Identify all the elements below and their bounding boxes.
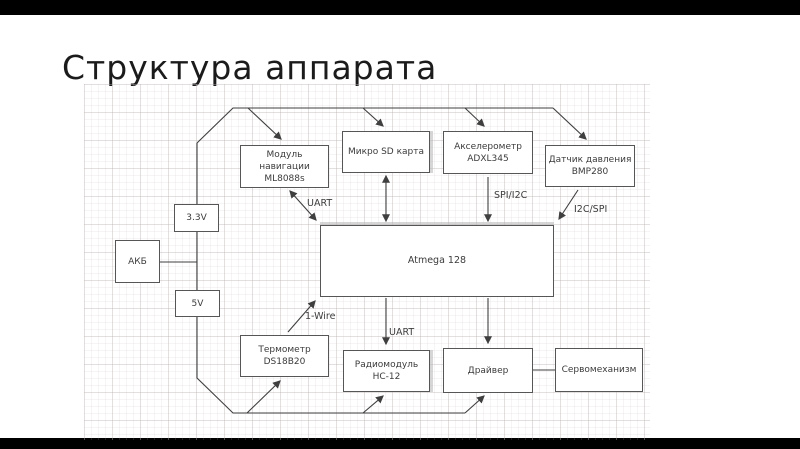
- wire-uart-nav-mcu: [289, 190, 317, 221]
- node-thermometer: Термометр DS18B20: [240, 335, 329, 377]
- node-sublabel: DS18B20: [263, 357, 306, 367]
- power-rail: [160, 107, 553, 414]
- wire-1wire-thermo-mcu: [287, 300, 316, 333]
- wire-rail-sd: [362, 107, 384, 127]
- bus-label-1-wire: 1-Wire: [305, 311, 336, 322]
- node-label: АКБ: [128, 256, 147, 267]
- node-label: Драйвер: [467, 365, 509, 376]
- node-label: Модуль навигации: [259, 149, 310, 172]
- node-label: Датчик давления: [548, 155, 632, 165]
- letterbox-bottom-bar: [0, 438, 800, 449]
- node-radio-module: Радиомодуль HC-12: [343, 350, 430, 392]
- node-servomechanism: Сервомеханизм: [555, 348, 643, 392]
- bus-label-i2c-spi: I2C/SPI: [574, 204, 608, 215]
- node-micro-sd-card: Микро SD карта: [342, 131, 430, 173]
- node-label: Микро SD карта: [347, 147, 425, 157]
- node-navigation-module: Модуль навигации ML8088s: [240, 145, 329, 188]
- node-label: Радиомодуль: [354, 360, 419, 370]
- wire-rail-thermo: [246, 380, 281, 414]
- node-5v-regulator: 5V: [175, 290, 220, 317]
- bus-label-spi-i2c: SPI/I2C: [494, 190, 528, 201]
- wire-rail-accel: [464, 107, 485, 127]
- node-label: Atmega 128: [407, 255, 467, 266]
- node-sublabel: BMP280: [571, 167, 609, 177]
- bus-label-uart-nav: UART: [307, 198, 333, 209]
- slide-title: Структура аппарата: [62, 48, 438, 87]
- node-label: Акселерометр: [454, 141, 522, 152]
- letterbox-top-bar: [0, 0, 800, 15]
- wire-rail-driver: [464, 395, 485, 414]
- wire-rail-radio: [362, 395, 384, 414]
- wire-rail-nav: [247, 107, 282, 140]
- node-atmega128-mcu: Atmega 128: [320, 225, 554, 297]
- node-sublabel: HC-12: [372, 372, 401, 382]
- bus-label-uart-radio: UART: [389, 327, 415, 338]
- node-accelerometer: Акселерометр ADXL345: [443, 131, 533, 174]
- node-label: 3.3V: [186, 213, 207, 223]
- node-battery: АКБ: [115, 240, 160, 283]
- node-label: Сервомеханизм: [561, 365, 637, 375]
- wire-i2c-pressure-mcu: [558, 189, 579, 221]
- node-label: Термометр: [258, 345, 311, 355]
- wire-rail-pressure: [552, 107, 587, 140]
- node-sublabel: ADXL345: [467, 153, 509, 164]
- node-driver: Драйвер: [443, 348, 533, 393]
- node-label: 5V: [191, 298, 204, 309]
- node-sublabel: ML8088s: [264, 173, 305, 184]
- node-3v3-regulator: 3.3V: [174, 204, 219, 232]
- node-pressure-sensor: Датчик давления BMP280: [545, 145, 635, 187]
